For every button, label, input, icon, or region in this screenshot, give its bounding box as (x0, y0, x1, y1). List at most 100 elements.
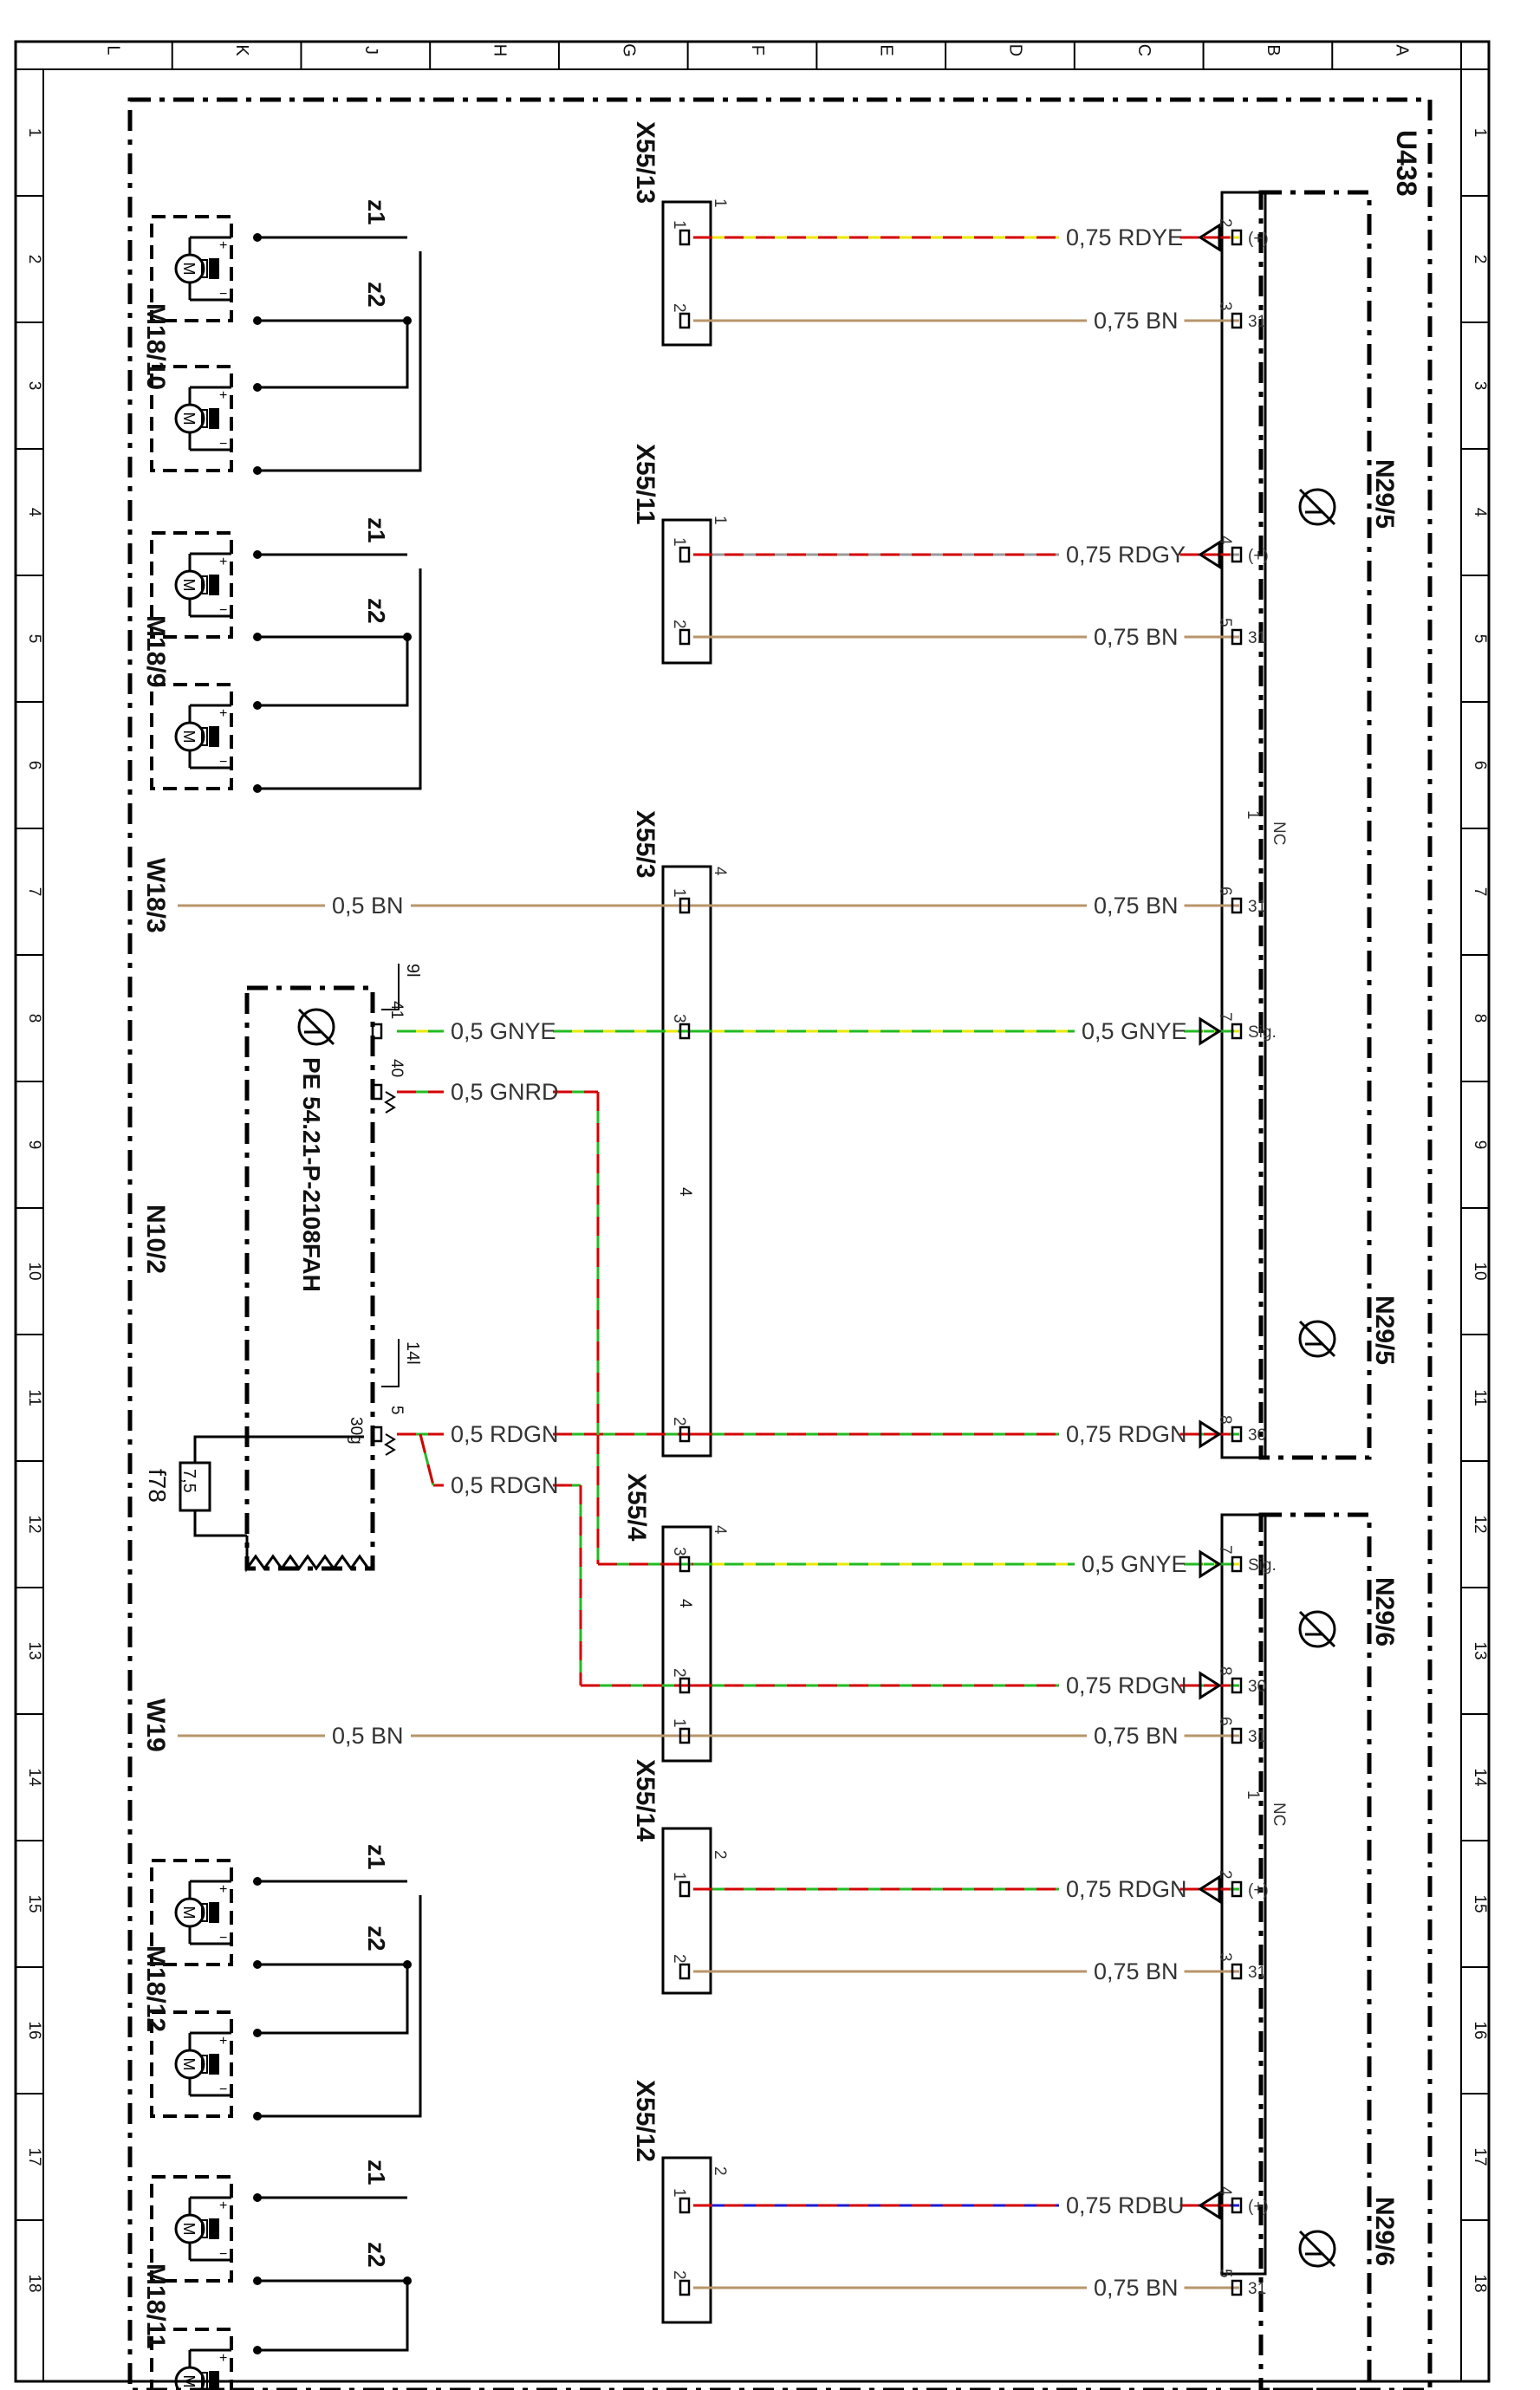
arrow-icon (1198, 223, 1221, 252)
row-number: 13 (25, 1641, 43, 1659)
row-number: 9 (25, 1140, 43, 1150)
connector-terminal (679, 1023, 691, 1040)
w18-3-label: W18/3 (141, 858, 170, 933)
n29-5-bottom-label: N29/5 (1370, 1296, 1399, 1365)
junction-dots (253, 233, 412, 2354)
wire-w12: 0,5 RDGN (433, 1472, 581, 1498)
wire-w13: 0,5 GNYE (693, 1549, 1239, 1579)
pin-function: 30 (1248, 1678, 1266, 1696)
wire-routes (419, 1092, 693, 1687)
row-number: 14 (25, 1768, 43, 1787)
pin-41-label: 41 (387, 1001, 406, 1019)
connector-pin-number: 1 (670, 2188, 688, 2198)
pin-number: 7 (1216, 1545, 1234, 1555)
row-number: 7 (1471, 887, 1489, 897)
module-borders (127, 97, 1433, 2390)
connector-x55-13 (661, 200, 712, 347)
row-number: 9 (1471, 1140, 1489, 1150)
pin-terminal (1231, 546, 1243, 563)
pin-function: (+) (1248, 547, 1269, 565)
pin-terminal (1231, 1727, 1243, 1744)
z1-label-1: z1 (363, 199, 390, 225)
arrow-icon (1198, 2191, 1221, 2220)
connector-terminal (679, 1963, 691, 1980)
m18-10-label: M18/10 (141, 303, 170, 390)
connector-terminal (679, 1677, 691, 1694)
x55-12-label: X55/12 (631, 2080, 660, 2162)
wire-w9: 0,5 GNRD (397, 1079, 598, 1105)
z1-label-2: z1 (363, 517, 390, 543)
column-letter: D (1005, 44, 1024, 56)
pin-terminal (1231, 1677, 1243, 1694)
fuse-f78-label: f78 (144, 1469, 171, 1503)
pin-number: 2 (1216, 218, 1234, 228)
connector-pin-number: 1 (670, 1872, 688, 1881)
connector-pin-number: 2 (670, 620, 688, 629)
n10-terminal (371, 1023, 383, 1040)
n10-terminal (371, 1083, 383, 1101)
wire-label: 0,5 GNRD (451, 1079, 559, 1105)
pin-terminal (1231, 1963, 1243, 1980)
connector-terminal (679, 229, 691, 246)
wire-w10: 0,75 RDGN (693, 1419, 1239, 1449)
column-letter: H (491, 44, 510, 56)
wire-label: 0,75 RDYE (1066, 224, 1183, 250)
pin-number: 3 (1216, 1952, 1234, 1962)
row-number: 5 (1471, 634, 1489, 644)
wire-label: 0,75 BN (1094, 1958, 1179, 1984)
x55-13-label: X55/13 (631, 121, 660, 204)
wire-w18: 0,75 BN (693, 1958, 1239, 1984)
connector-terminal (679, 2279, 691, 2296)
row-number: 11 (25, 1389, 43, 1406)
row-number: 3 (25, 381, 43, 391)
column-letter: A (1393, 44, 1412, 56)
pin-terminal (1231, 2279, 1243, 2296)
x55-4-pin-4-label: 4 (676, 1599, 694, 1608)
m18-12-label: M18/12 (141, 1945, 170, 2032)
pin-function: 31 (1248, 2280, 1266, 2298)
wire-w20: 0,75 BN (693, 2275, 1239, 2301)
wire-w17: 0,75 RDGN (693, 1874, 1239, 1904)
column-letter: C (1134, 44, 1153, 56)
wire-label: 0,75 BN (1094, 893, 1179, 919)
row-number: 15 (25, 1894, 43, 1913)
fuse-value-label: 7,5 (179, 1469, 198, 1493)
pin-function: 31 (1248, 898, 1266, 916)
connectors (661, 200, 712, 2324)
arrow-icon (1198, 1874, 1221, 1904)
pin-function: 31 (1248, 1728, 1266, 1746)
wire-label: 0,75 RDGN (1066, 1672, 1187, 1698)
wire-w3: 0,75 RDGY (693, 540, 1239, 569)
group-9l-label: 9l (403, 964, 422, 977)
connector-x55-12 (661, 2156, 712, 2324)
row-number: 1 (25, 128, 43, 138)
wire-label: 0,75 BN (1094, 308, 1179, 334)
z2-label-2: z2 (363, 598, 390, 624)
connector-terminal (679, 628, 691, 646)
n29-6-bottom-label: N29/6 (1370, 2197, 1399, 2266)
wire-w5: 0,75 BN (693, 893, 1239, 919)
n10-terminal (371, 1426, 383, 1443)
row-number: 16 (25, 2021, 43, 2039)
row-number: 7 (25, 887, 43, 897)
x55-14-label: X55/14 (631, 1759, 660, 1841)
x55-11-label: X55/11 (631, 444, 660, 524)
column-letter: G (619, 43, 638, 57)
connector-x55-11 (661, 518, 712, 665)
column-letter: J (361, 46, 380, 55)
z1-label-4: z1 (363, 2159, 390, 2185)
pin-function: Sig. (1248, 1023, 1277, 1042)
pin-function: Sig. (1248, 1556, 1277, 1575)
pin-5-label: 5 (387, 1406, 406, 1415)
z2-label-1: z2 (363, 282, 390, 308)
pin-terminal (1231, 628, 1243, 646)
u438-label: U438 (1391, 130, 1422, 197)
pin-number: 3 (1216, 302, 1234, 311)
pin-function: 31 (1248, 313, 1266, 331)
row-number: 18 (1471, 2274, 1489, 2292)
z1-label-3: z1 (363, 1844, 390, 1870)
pin-number: 6 (1216, 887, 1234, 896)
connector-terminal (679, 1555, 691, 1573)
